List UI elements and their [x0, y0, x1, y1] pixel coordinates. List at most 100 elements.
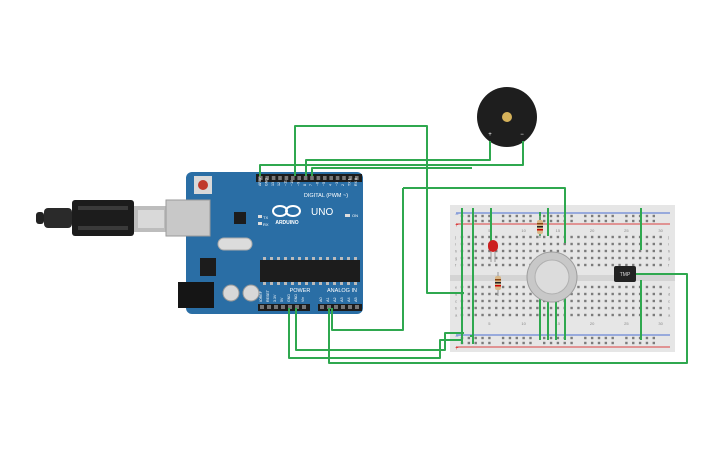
header-pin[interactable] [288, 305, 292, 309]
header-pin[interactable] [297, 176, 301, 180]
breadboard-hole[interactable] [659, 256, 662, 260]
breadboard-hole[interactable] [488, 263, 491, 267]
header-pin[interactable] [302, 305, 306, 309]
breadboard-hole[interactable] [618, 313, 621, 317]
breadboard-hole[interactable] [584, 306, 587, 310]
breadboard-hole[interactable] [467, 235, 471, 239]
breadboard-hole[interactable] [501, 313, 505, 317]
breadboard-hole[interactable] [659, 313, 662, 317]
header-pin[interactable] [355, 176, 359, 180]
breadboard-hole[interactable] [522, 219, 525, 223]
breadboard-hole[interactable] [590, 341, 594, 345]
breadboard-hole[interactable] [632, 256, 635, 260]
breadboard-hole[interactable] [611, 256, 614, 260]
breadboard-hole[interactable] [481, 306, 484, 310]
breadboard-hole[interactable] [652, 242, 655, 246]
breadboard-hole[interactable] [515, 263, 518, 267]
breadboard-hole[interactable] [590, 285, 594, 289]
breadboard-hole[interactable] [467, 292, 471, 296]
breadboard-hole[interactable] [611, 336, 614, 340]
breadboard-hole[interactable] [652, 235, 655, 239]
breadboard-hole[interactable] [625, 299, 628, 303]
breadboard-hole[interactable] [481, 263, 484, 267]
breadboard-hole[interactable] [467, 313, 471, 317]
jumper-wire[interactable] [403, 187, 566, 243]
breadboard-hole[interactable] [543, 306, 546, 310]
breadboard-hole[interactable] [645, 341, 649, 345]
breadboard-hole[interactable] [590, 292, 594, 296]
breadboard-hole[interactable] [597, 306, 601, 310]
breadboard-hole[interactable] [625, 292, 628, 296]
breadboard-hole[interactable] [604, 341, 608, 345]
breadboard-hole[interactable] [625, 256, 628, 260]
breadboard-hole[interactable] [577, 242, 580, 246]
breadboard-hole[interactable] [474, 306, 477, 310]
breadboard-hole[interactable] [522, 285, 525, 289]
breadboard-hole[interactable] [632, 292, 635, 296]
breadboard-hole[interactable] [508, 256, 512, 260]
breadboard-hole[interactable] [474, 313, 477, 317]
breadboard-hole[interactable] [618, 299, 621, 303]
breadboard-hole[interactable] [604, 299, 608, 303]
header-pin[interactable] [267, 305, 271, 309]
header-pin[interactable] [281, 305, 285, 309]
breadboard-hole[interactable] [597, 235, 601, 239]
breadboard-hole[interactable] [625, 341, 628, 345]
breadboard-hole[interactable] [556, 313, 560, 317]
breadboard-hole[interactable] [501, 285, 505, 289]
breadboard-hole[interactable] [584, 299, 587, 303]
breadboard-hole[interactable] [659, 285, 662, 289]
breadboard-hole[interactable] [556, 306, 560, 310]
breadboard-hole[interactable] [474, 336, 477, 340]
breadboard-hole[interactable] [543, 242, 546, 246]
breadboard-hole[interactable] [604, 219, 608, 223]
breadboard-hole[interactable] [501, 299, 505, 303]
breadboard-hole[interactable] [597, 313, 601, 317]
breadboard-hole[interactable] [577, 285, 580, 289]
breadboard-hole[interactable] [632, 242, 635, 246]
breadboard-hole[interactable] [488, 313, 491, 317]
breadboard-hole[interactable] [645, 313, 649, 317]
breadboard-hole[interactable] [645, 306, 649, 310]
breadboard-hole[interactable] [501, 214, 505, 218]
breadboard-hole[interactable] [488, 292, 491, 296]
breadboard-hole[interactable] [474, 249, 477, 253]
temperature-sensor[interactable]: TMP [614, 266, 636, 282]
breadboard-hole[interactable] [508, 214, 512, 218]
breadboard-hole[interactable] [549, 336, 553, 340]
breadboard-hole[interactable] [590, 214, 594, 218]
breadboard-hole[interactable] [529, 336, 532, 340]
breadboard-hole[interactable] [632, 249, 635, 253]
breadboard-hole[interactable] [625, 336, 628, 340]
breadboard-hole[interactable] [474, 299, 477, 303]
breadboard-hole[interactable] [481, 299, 484, 303]
breadboard-hole[interactable] [645, 235, 649, 239]
breadboard-hole[interactable] [515, 306, 518, 310]
breadboard-hole[interactable] [488, 306, 491, 310]
breadboard-hole[interactable] [632, 341, 635, 345]
breadboard-hole[interactable] [611, 249, 614, 253]
breadboard-hole[interactable] [508, 299, 512, 303]
breadboard-hole[interactable] [481, 249, 484, 253]
breadboard-hole[interactable] [597, 242, 601, 246]
header-pin[interactable] [323, 176, 327, 180]
breadboard-hole[interactable] [549, 313, 553, 317]
breadboard-hole[interactable] [611, 306, 614, 310]
header-pin[interactable] [265, 176, 269, 180]
breadboard-hole[interactable] [584, 341, 587, 345]
breadboard-hole[interactable] [652, 256, 655, 260]
breadboard-hole[interactable] [604, 256, 608, 260]
breadboard-hole[interactable] [625, 263, 628, 267]
breadboard-hole[interactable] [611, 219, 614, 223]
breadboard-hole[interactable] [604, 336, 608, 340]
jumper-wire[interactable] [328, 273, 688, 364]
header-pin[interactable] [334, 305, 338, 309]
breadboard-hole[interactable] [488, 214, 491, 218]
header-pin[interactable] [355, 305, 359, 309]
breadboard-hole[interactable] [632, 285, 635, 289]
breadboard-hole[interactable] [508, 313, 512, 317]
breadboard-hole[interactable] [529, 299, 532, 303]
breadboard-hole[interactable] [474, 263, 477, 267]
breadboard-hole[interactable] [481, 313, 484, 317]
breadboard-hole[interactable] [508, 219, 512, 223]
